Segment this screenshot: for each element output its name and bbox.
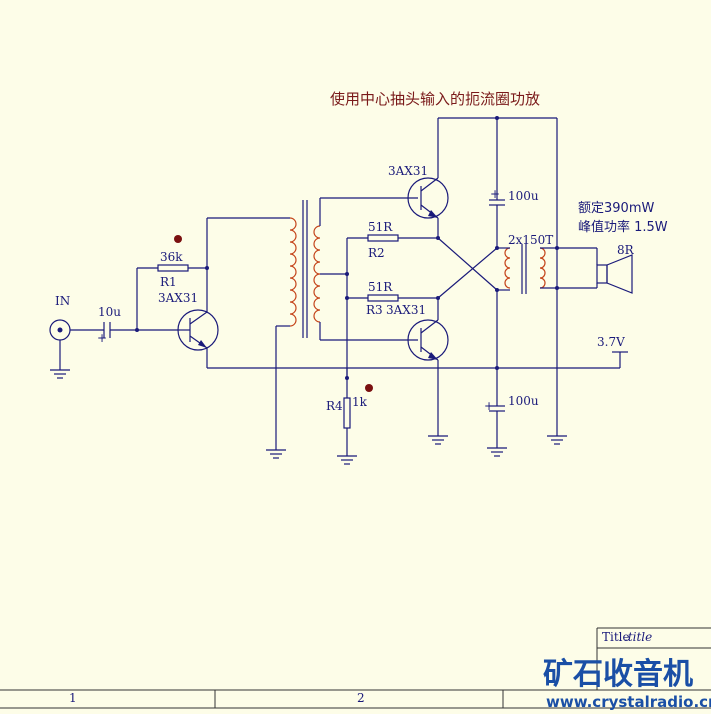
r2-resistor bbox=[367, 234, 399, 242]
marker-dot-1 bbox=[174, 235, 182, 243]
capacitor-top: + bbox=[489, 187, 505, 206]
input-capacitor-label: 10u bbox=[98, 305, 121, 319]
input-jack bbox=[49, 319, 71, 379]
output-transformer bbox=[497, 244, 546, 294]
input-capacitor: + bbox=[97, 322, 111, 345]
ground-1 bbox=[266, 449, 286, 459]
svg-text:+: + bbox=[490, 187, 500, 201]
q2-label: 3AX31 bbox=[388, 164, 428, 178]
r3-resistor bbox=[367, 294, 399, 302]
ground-3 bbox=[428, 435, 448, 445]
schematic-title: 使用中心抽头输入的扼流圈功放 bbox=[330, 90, 540, 108]
speaker-icon bbox=[596, 254, 633, 294]
watermark-url: www.crystalradio.cn bbox=[546, 693, 711, 711]
q2-transistor bbox=[407, 177, 449, 219]
r2-name: R2 bbox=[368, 246, 385, 260]
drawing-frame bbox=[0, 627, 711, 709]
spec-peak: 峰值功率 1.5W bbox=[578, 219, 668, 235]
r1-name: R1 bbox=[160, 275, 177, 289]
q1-transistor bbox=[177, 309, 219, 351]
zone-2-label: 2 bbox=[357, 691, 365, 705]
title-block-label: Title bbox=[602, 630, 630, 644]
input-label: IN bbox=[55, 294, 70, 308]
capacitor-bottom: + bbox=[484, 399, 505, 413]
title-block-value: .title bbox=[624, 630, 652, 644]
marker-dot-2 bbox=[365, 384, 373, 392]
r1-value: 36k bbox=[160, 250, 183, 264]
q3-label: 3AX31 bbox=[386, 303, 426, 317]
watermark-brand: 矿石收音机 bbox=[543, 657, 693, 692]
output-transformer-label: 2x150T bbox=[508, 233, 553, 247]
spec-rated: 额定390mW bbox=[578, 201, 654, 216]
r2-value: 51R bbox=[368, 220, 393, 234]
svg-text:+: + bbox=[97, 331, 107, 345]
capacitor-bottom-label: 100u bbox=[508, 394, 539, 408]
ground-4 bbox=[487, 447, 507, 457]
r3-name: R3 bbox=[366, 303, 383, 317]
q3-transistor bbox=[407, 319, 449, 361]
r1-resistor bbox=[157, 264, 189, 272]
input-transformer bbox=[275, 200, 321, 450]
ground-5 bbox=[547, 435, 567, 445]
r3-value: 51R bbox=[368, 280, 393, 294]
q1-label: 3AX31 bbox=[158, 291, 198, 305]
capacitor-top-label: 100u bbox=[508, 189, 539, 203]
svg-text:+: + bbox=[484, 399, 494, 413]
ground-2 bbox=[337, 455, 357, 465]
speaker-label: 8R bbox=[617, 243, 635, 257]
r4-resistor bbox=[343, 397, 351, 429]
r4-value: 1k bbox=[352, 395, 368, 409]
zone-1-label: 1 bbox=[69, 691, 77, 705]
supply-label: 3.7V bbox=[597, 335, 625, 349]
r4-name: R4 bbox=[326, 399, 343, 413]
